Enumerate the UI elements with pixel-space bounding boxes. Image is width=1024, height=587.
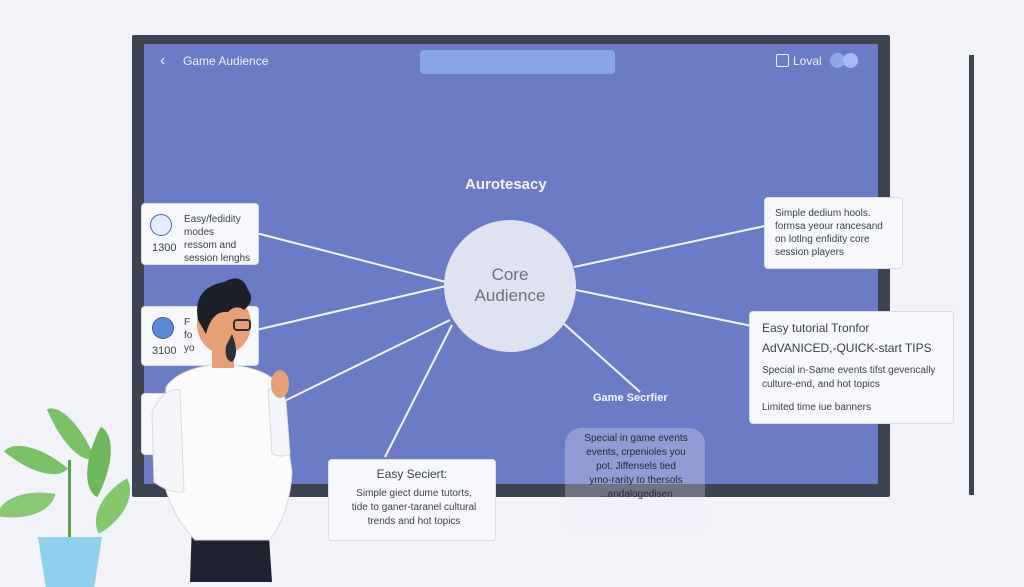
core-label-line: Core xyxy=(491,265,529,284)
card-text: Special in-Same events tifst gevencally … xyxy=(762,364,952,392)
game-box-glow xyxy=(565,428,705,536)
card-line: culture-end, and hot topics xyxy=(762,379,880,390)
card-text: F fo yo xyxy=(184,316,256,355)
left-node-card[interactable]: Easy/fedidity modes ressom and session l… xyxy=(141,203,259,265)
card-line: ressom and xyxy=(184,240,237,251)
tips-card[interactable]: Easy tutorial Tronfor AdVANICED,-QUICK-s… xyxy=(749,311,954,424)
card-line: fo xyxy=(184,330,193,341)
pulse-icon xyxy=(150,214,172,236)
game-box-text: Special in game events events, crpeniole… xyxy=(570,432,702,520)
screen-title: Game Audience xyxy=(183,54,269,68)
presenter-figure xyxy=(151,278,293,582)
core-audience-node[interactable] xyxy=(444,220,576,352)
card-line: tide to ganer-taranel cultural xyxy=(351,502,477,513)
back-chevron-icon[interactable]: ‹ xyxy=(160,52,166,69)
card-line: Simple giect dume tutorts, xyxy=(356,488,472,499)
card-line: Special in-Same events tifst gevencally xyxy=(762,365,936,376)
local-label: Loval xyxy=(793,54,822,68)
card-line: pot. Jiffensels tied xyxy=(596,461,676,472)
card-line: Special in game events xyxy=(584,433,688,444)
plant-pot xyxy=(38,537,102,587)
card-text: Easy/fedidity modes ressom and session l… xyxy=(184,213,256,265)
diagram-heading: Aurotesacy xyxy=(465,176,547,193)
bottom-node-card[interactable]: Easy Seciert: Simple giect dume tutorts,… xyxy=(328,459,496,541)
plant-stem xyxy=(68,460,71,540)
card-line: F xyxy=(184,317,191,328)
side-panel-edge xyxy=(969,55,974,495)
card-line: Easy/fedidity modes xyxy=(184,214,241,238)
tips-subtitle: AdVANICED,-QUICK-start TIPS xyxy=(762,341,932,355)
card-line: session players xyxy=(775,247,844,258)
core-audience-label: Core Audience xyxy=(444,264,576,306)
right-node-card[interactable]: Simple dedium hools. formsa yeour rances… xyxy=(764,197,903,269)
card-line: session lenghs xyxy=(184,253,251,264)
card-title: Easy Seciert: xyxy=(376,467,448,481)
tips-title: Easy tutorial Tronfor xyxy=(762,321,870,335)
card-line: ...andalogedisen xyxy=(599,489,673,500)
card-line: yo xyxy=(184,343,195,354)
core-label-line: Audience xyxy=(474,286,546,305)
card-line: formsa yeour rancesand xyxy=(775,221,883,232)
game-box-heading: Game Secrfier xyxy=(593,392,668,404)
checkbox-icon[interactable] xyxy=(776,54,789,67)
card-line: events, crpenioles you xyxy=(586,447,686,458)
card-line: trends and hot topics xyxy=(367,516,461,527)
card-number: 3100 xyxy=(152,345,177,357)
toggle-icon[interactable] xyxy=(830,53,845,68)
card-line: Limited time iue banners xyxy=(762,402,871,413)
card-text: Simple giect dume tutorts, tide to ganer… xyxy=(335,487,493,529)
search-bar[interactable] xyxy=(420,50,615,74)
card-line: ymo-rarity to thersols xyxy=(589,475,683,486)
card-line: on lotlng enfidity core xyxy=(775,234,870,245)
badge-icon xyxy=(152,317,174,339)
toggle-knob-icon[interactable] xyxy=(843,53,858,68)
card-line: Simple dedium hools. xyxy=(775,208,871,219)
card-text: Simple dedium hools. formsa yeour rances… xyxy=(775,207,900,259)
card-line: Game giet yea! xyxy=(602,507,670,518)
card-number: 1300 xyxy=(152,242,177,254)
